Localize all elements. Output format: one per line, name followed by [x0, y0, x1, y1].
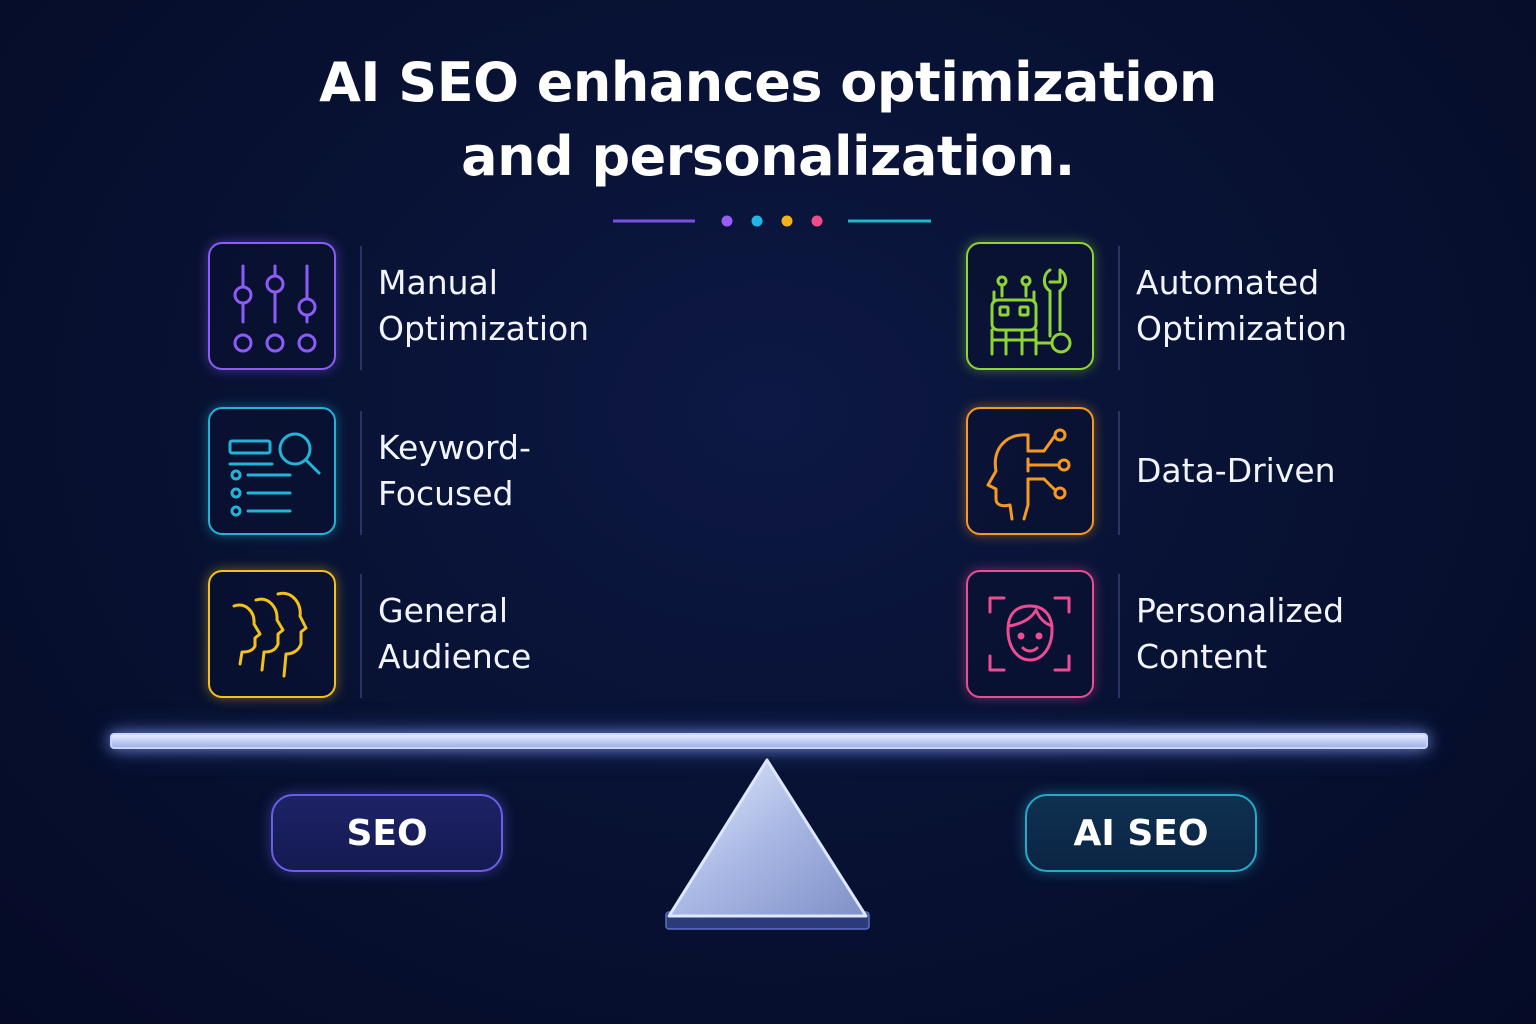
- title-line-2: and personalization.: [461, 125, 1075, 188]
- page-title: AI SEO enhances optimization and persona…: [0, 46, 1536, 194]
- divider-dot-blue: [751, 215, 763, 227]
- item-label: Manual Optimization: [378, 263, 590, 348]
- seo-label: SEO: [271, 794, 503, 872]
- item-manual-optimization: Manual Optimization: [208, 242, 768, 376]
- divider-dot-purple: [721, 215, 733, 227]
- ai-head-circuit-icon: [966, 407, 1094, 535]
- title-divider: [613, 215, 931, 227]
- item-keyword-focused: Keyword- Focused: [208, 407, 768, 541]
- item-automated-optimization: Automated Optimization: [966, 242, 1526, 376]
- robot-wrench-icon: [966, 242, 1094, 370]
- item-label: Data-Driven: [1136, 451, 1336, 490]
- face-scan-icon: [966, 570, 1094, 698]
- item-separator: [1118, 574, 1120, 698]
- item-separator: [1118, 246, 1120, 370]
- scale-beam: [110, 733, 1428, 749]
- item-personalized-content: Personalized Content: [966, 570, 1526, 704]
- divider-dot-yellow: [781, 215, 793, 227]
- ai-seo-label: AI SEO: [1025, 794, 1257, 872]
- item-separator: [360, 411, 362, 535]
- item-label: Automated Optimization: [1136, 263, 1348, 348]
- item-label: Personalized Content: [1136, 591, 1345, 676]
- keyword-search-icon: [208, 407, 336, 535]
- item-data-driven: Data-Driven: [966, 407, 1526, 541]
- item-label: Keyword- Focused: [378, 428, 531, 513]
- item-separator: [360, 574, 362, 698]
- audience-heads-icon: [208, 570, 336, 698]
- sliders-icon: [208, 242, 336, 370]
- item-separator: [1118, 411, 1120, 535]
- item-general-audience: General Audience: [208, 570, 768, 704]
- divider-dot-pink: [811, 215, 823, 227]
- title-line-1: AI SEO enhances optimization: [319, 51, 1217, 114]
- item-separator: [360, 246, 362, 370]
- scale-fulcrum: [665, 758, 870, 930]
- item-label: General Audience: [378, 591, 532, 676]
